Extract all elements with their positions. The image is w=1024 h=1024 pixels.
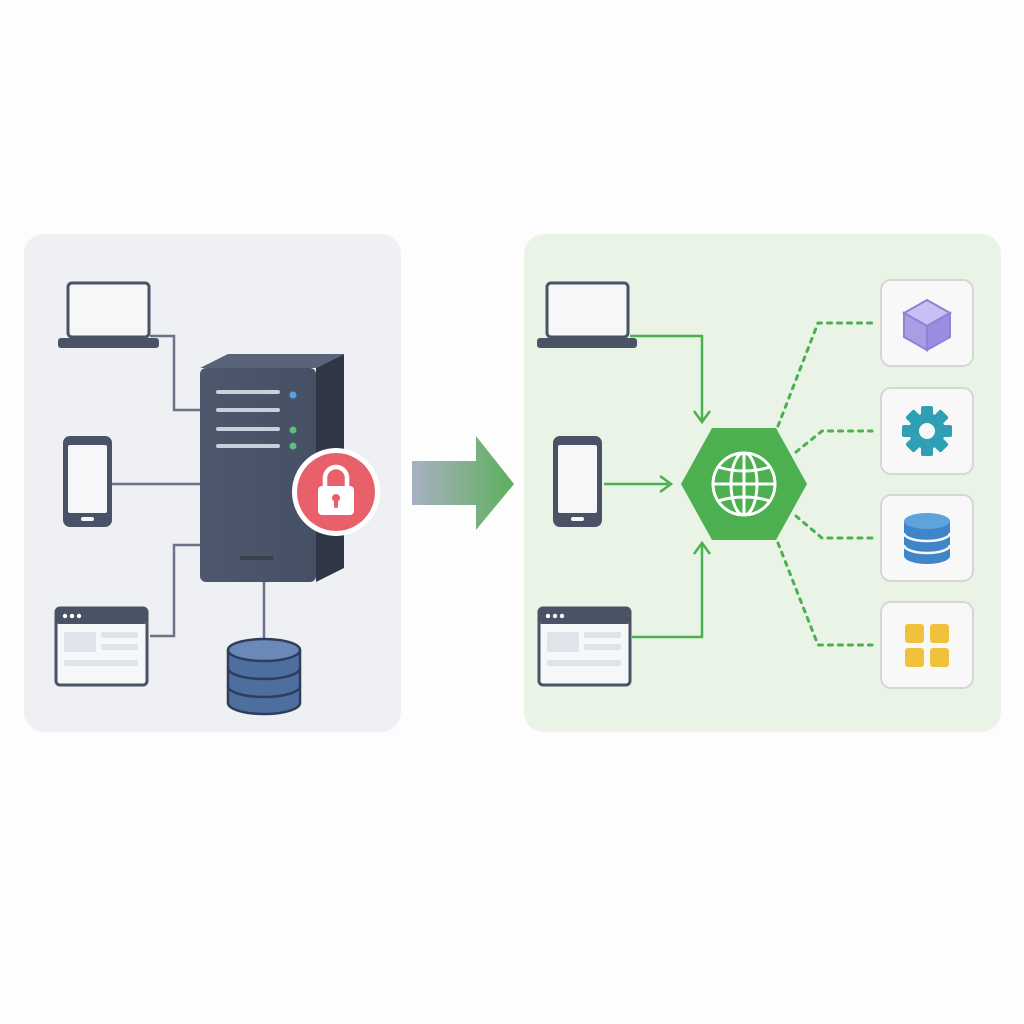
right-arrow-icon [412, 436, 514, 530]
grid-service-tile [880, 601, 974, 689]
legacy-connections [112, 334, 266, 640]
service-connections [776, 321, 874, 647]
hub-to-database-line [794, 514, 874, 540]
globe-icon [681, 428, 807, 540]
browser-to-hub-line [632, 545, 704, 639]
arrow-head [692, 410, 712, 425]
legacy-architecture-panel [24, 234, 401, 732]
laptop-icon [537, 281, 637, 348]
browser-window-icon [54, 606, 149, 687]
server-tower-icon [200, 354, 344, 582]
phone-icon [553, 436, 602, 527]
laptop-to-server-line [150, 334, 202, 412]
client-connections [604, 334, 712, 639]
hub-to-grid-line [776, 541, 874, 647]
server-status-led [289, 426, 297, 434]
grid-icon [905, 624, 949, 667]
server-status-led [289, 391, 297, 399]
browser-window-icon [537, 606, 632, 687]
gear-icon [902, 406, 952, 456]
database-service-tile [880, 494, 974, 582]
hub-to-cube-line [776, 321, 874, 428]
phone-icon [63, 436, 112, 527]
hub-to-gear-line [794, 429, 874, 454]
laptop-icon [58, 281, 159, 348]
cube-service-tile [880, 279, 974, 367]
database-icon [902, 513, 952, 564]
modern-architecture-panel [524, 234, 1001, 732]
gear-service-tile [880, 387, 974, 475]
server-status-led [289, 442, 297, 450]
database-icon [226, 637, 302, 716]
lock-icon [292, 448, 380, 536]
laptop-to-hub-line [630, 334, 704, 420]
browser-to-server-line [150, 543, 202, 638]
cube-icon [901, 298, 953, 352]
arrow-head [659, 474, 674, 494]
arrow-head [692, 540, 712, 555]
